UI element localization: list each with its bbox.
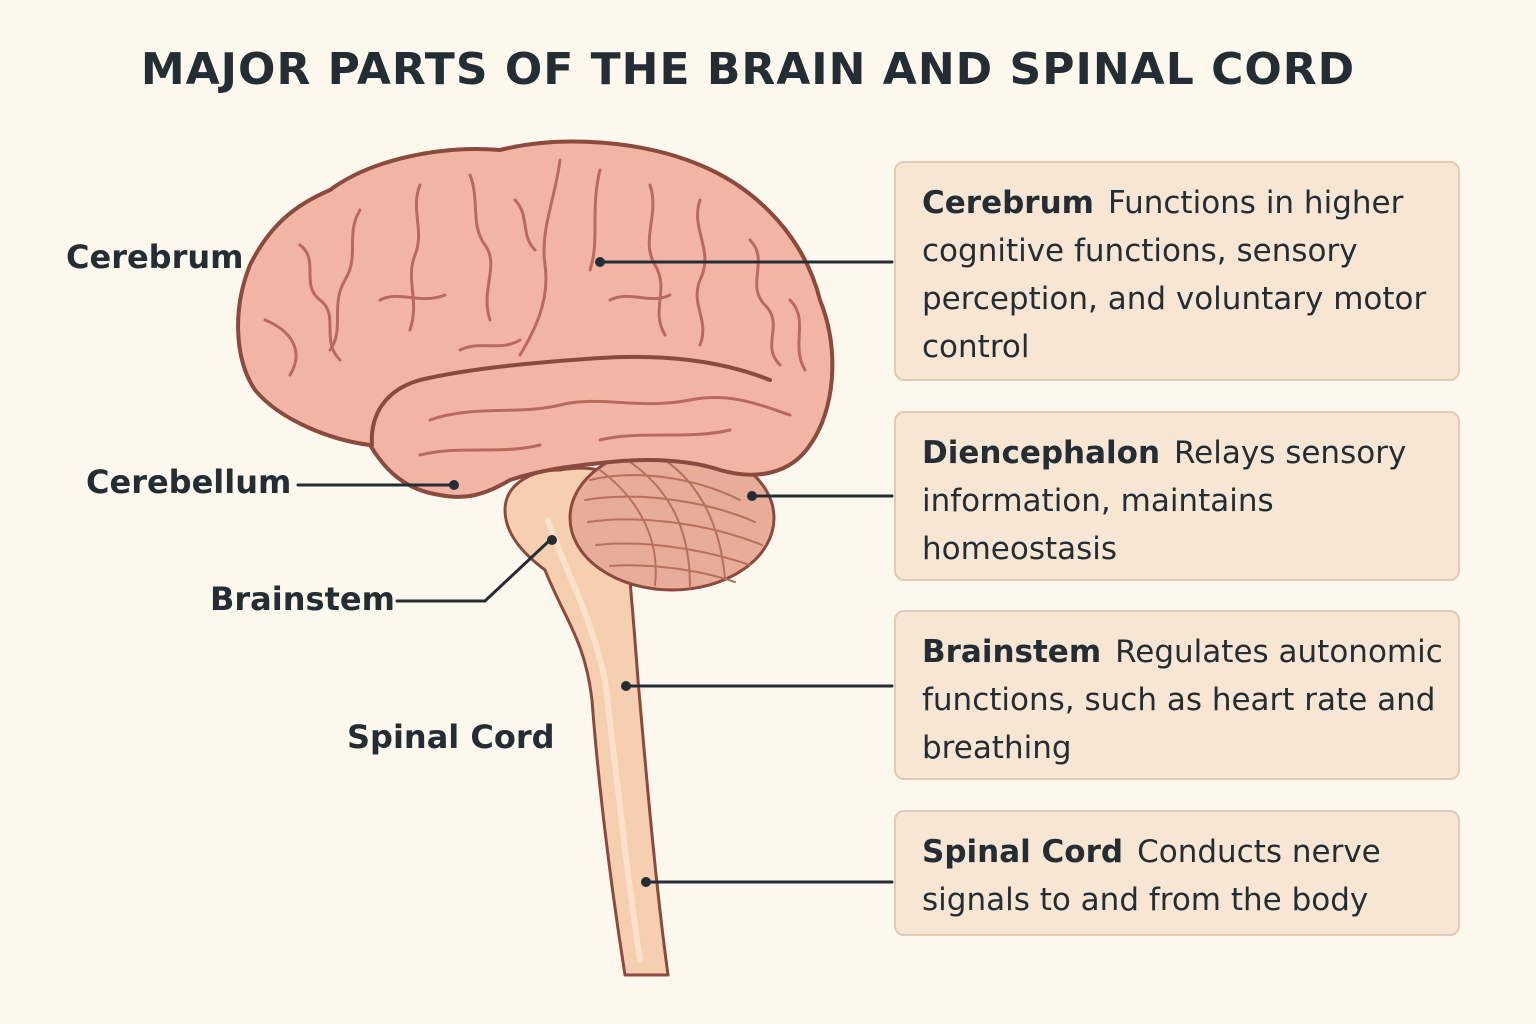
label-brainstem: Brainstem [210, 580, 395, 618]
info-box-brainstem-description: Regulates autonomic functions, such as h… [922, 634, 1443, 766]
info-box-cerebrum-description: Functions in higher cognitive functions,… [922, 185, 1427, 365]
temporal-lobe-outline [369, 354, 772, 447]
right-leader-lines [598, 260, 894, 884]
info-box-spinal-cord-title: Spinal Cord [922, 834, 1124, 870]
info-box-diencephalon-title: Diencephalon [922, 435, 1161, 471]
info-box-brainstem-title: Brainstem [922, 634, 1102, 670]
brainstem-leader-dot [547, 535, 557, 545]
cerebellum-folia [584, 459, 763, 587]
brainstem-leader-line [395, 538, 552, 603]
info-box-diencephalon-description: Relays sensory information, maintains ho… [922, 435, 1407, 567]
page-title: MAJOR PARTS OF THE BRAIN AND SPINAL CORD [140, 44, 1356, 95]
cerebrum-leader-dot [595, 257, 605, 267]
diencephalon-leader-dot [747, 491, 757, 501]
cerebrum-shape [236, 139, 835, 499]
cerebellum-leader-dot [449, 480, 459, 490]
brainstem-box-leader-dot [621, 681, 631, 691]
label-spinal-cord: Spinal Cord [347, 718, 555, 756]
spinal-cord-leader-dot [641, 877, 651, 887]
info-box-cerebrum-title: Cerebrum [922, 185, 1094, 221]
left-leader-lines [296, 483, 552, 603]
info-box-spinal-cord-description: Conducts nerve signals to and from the b… [922, 834, 1381, 918]
label-cerebellum: Cerebellum [86, 463, 292, 501]
cerebrum-sulci [263, 158, 807, 457]
label-cerebrum: Cerebrum [66, 238, 244, 276]
spinal-cord-highlight [545, 517, 643, 963]
